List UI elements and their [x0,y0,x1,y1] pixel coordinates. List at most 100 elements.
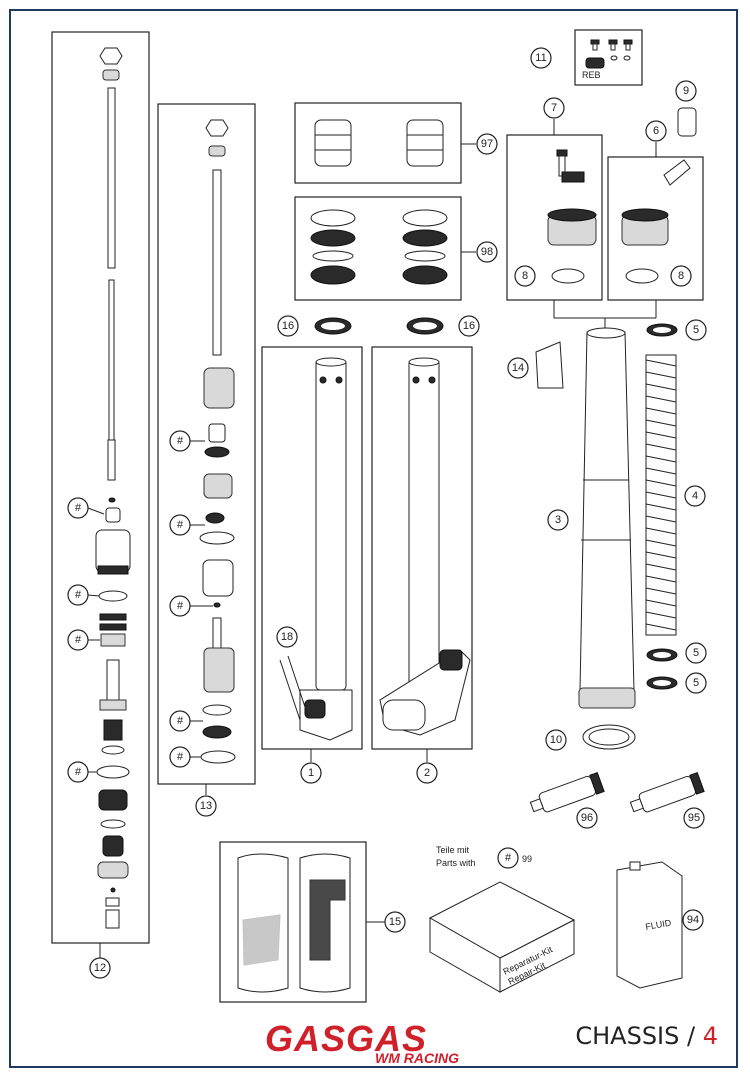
callout-9: 9 [675,80,697,102]
shim-stack-1 [99,613,127,621]
svg-text:#: # [177,715,184,727]
callout-99-label: 99 [522,854,532,864]
bottom-nut [105,909,120,929]
svg-text:#: # [75,634,82,646]
svg-text:3: 3 [555,514,561,526]
callout-6: 6 [645,120,667,142]
callout-hash-kit: # [497,847,519,869]
svg-text:#: # [177,751,184,763]
callout-1: 1 [300,762,322,784]
repair-kit-box: Reparatur-Kit Repair-Kit [428,881,576,993]
callout-2: 2 [416,762,438,784]
brand-sub: WM RACING [375,1050,459,1066]
base-valve [97,861,129,879]
svg-text:4: 4 [692,490,698,502]
group-98-box [294,196,462,301]
group-11-box [574,29,643,86]
svg-text:#: # [75,766,82,778]
svg-text:#: # [75,589,82,601]
callout-13: 13 [195,795,217,817]
svg-text:14: 14 [512,362,524,374]
section-title: CHASSIS [575,1022,680,1050]
washer-2 [101,745,125,755]
svg-text:10: 10 [550,734,562,746]
valve-part [98,789,128,811]
sticker-14 [535,341,564,389]
rod-13 [212,169,222,356]
callout-15: 15 [384,911,406,933]
callout-11: 11 [530,47,552,69]
callout-5a: 5 [685,319,707,341]
callout-98: 98 [476,241,498,263]
small-ball-2 [110,887,116,893]
svg-text:5: 5 [693,647,699,659]
spring-4 [645,354,677,636]
head-13 [203,367,235,409]
callout-hash-2: # [67,584,89,606]
reb-label: REB [582,70,601,80]
svg-text:5: 5 [693,324,699,336]
svg-text:15: 15 [389,916,401,928]
callout-hash-7: # [169,595,191,617]
inner-tube-3 [579,331,635,691]
svg-text:8: 8 [678,270,684,282]
washer-3 [100,819,126,829]
callout-hash-8: # [169,710,191,732]
separator: / [679,1022,703,1050]
grease-tube-96 [529,771,605,813]
svg-text:97: 97 [481,138,493,150]
washer-part [102,69,120,81]
page-border [9,9,738,1068]
svg-text:#: # [177,435,184,447]
svg-text:#: # [177,600,184,612]
svg-text:1: 1 [308,767,314,779]
callout-5b: 5 [685,642,707,664]
callout-3: 3 [547,509,569,531]
svg-text:16: 16 [282,320,294,332]
svg-text:#: # [75,502,82,514]
group-1-box [261,346,363,750]
ring-part [96,765,130,779]
group-2-box [371,346,473,750]
oring-part [98,590,128,602]
outer-tube-2 [408,359,440,691]
shim-stack-2 [99,623,127,631]
svg-text:16: 16 [463,320,475,332]
svg-text:5: 5 [693,677,699,689]
parts-with-label: Parts with [436,858,476,868]
screws-11 [585,39,633,69]
page-number: 4 [702,1022,718,1050]
svg-text:13: 13 [200,800,212,812]
callout-14: 14 [507,357,529,379]
callout-12: 12 [89,957,111,979]
svg-text:6: 6 [653,125,659,137]
valve-9 [677,107,697,137]
callout-95: 95 [683,807,705,829]
svg-text:9: 9 [683,85,689,97]
callout-hash-1: # [67,497,89,519]
cup-13 [202,559,234,597]
brand-logo: GASGAS WM RACING [265,1018,485,1068]
svg-text:94: 94 [687,914,699,926]
group-97-box [294,102,462,184]
brand-name: GASGAS [265,1018,428,1059]
needle-part [107,439,116,481]
callout-hash-4: # [67,761,89,783]
nut-lower [102,835,124,857]
piston-rod-upper [107,87,116,269]
svg-text:11: 11 [535,52,546,64]
callout-5c: 5 [685,672,707,694]
svg-text:2: 2 [424,767,430,779]
callout-16a: 16 [277,315,299,337]
callout-hash-3: # [67,629,89,651]
svg-text:98: 98 [481,246,493,258]
svg-text:#: # [505,852,512,864]
piston-rod-lower [108,279,115,441]
callout-16b: 16 [458,315,480,337]
callout-hash-9: # [169,746,191,768]
callout-8a: 8 [514,265,536,287]
nut-part-13 [205,119,229,137]
callout-8b: 8 [670,265,692,287]
svg-text:95: 95 [688,812,700,824]
